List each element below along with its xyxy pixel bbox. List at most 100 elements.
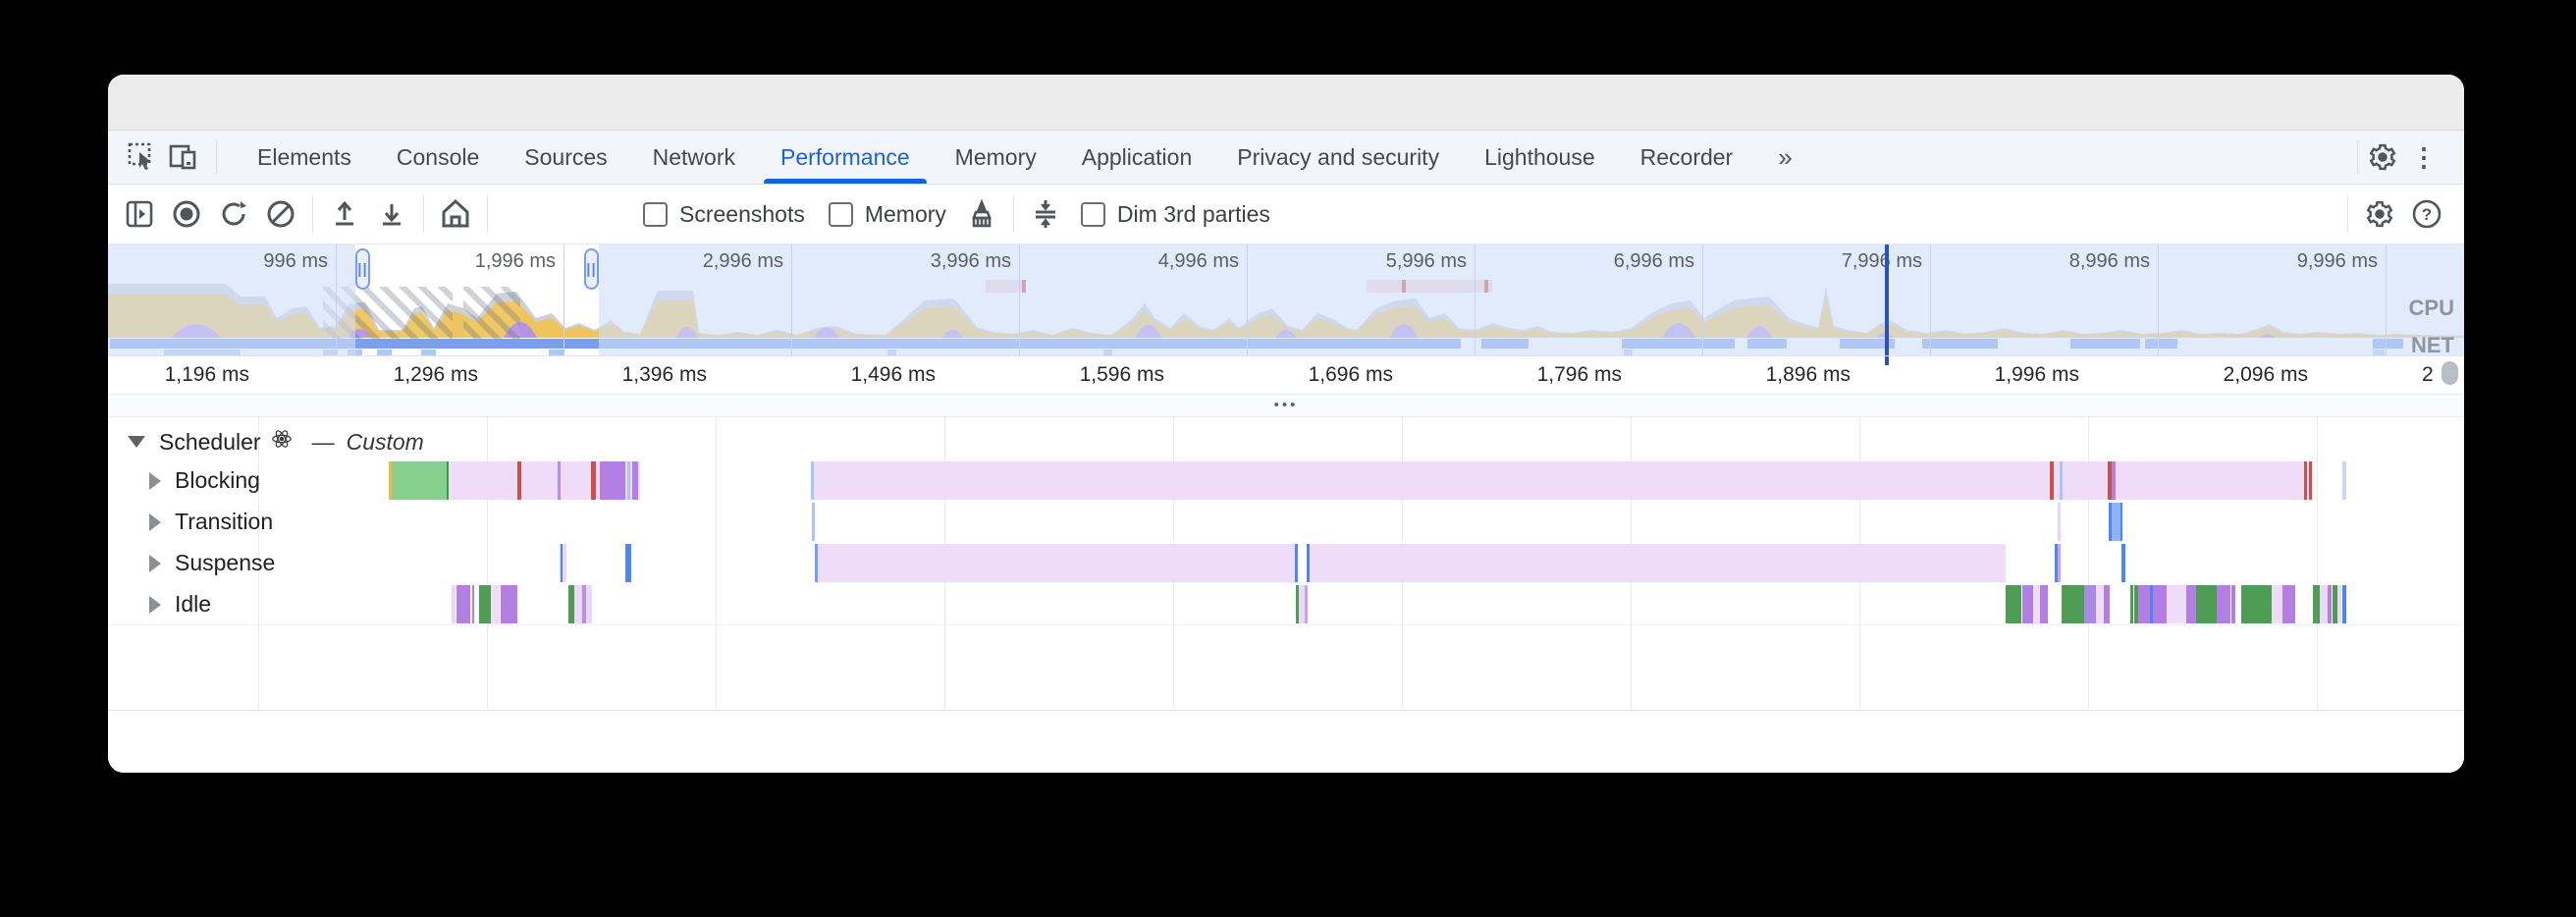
track-event-bar[interactable] (560, 544, 566, 582)
track-event-bar[interactable] (568, 585, 574, 623)
expand-triangle-icon[interactable] (149, 512, 161, 531)
row-label-suspense[interactable]: Suspense (149, 544, 275, 582)
track-event-bar[interactable] (2033, 585, 2040, 623)
collapse-triangle-icon[interactable] (128, 436, 145, 448)
dim-3rd-parties-checkbox-box[interactable] (1080, 201, 1105, 227)
row-label-transition[interactable]: Transition (149, 503, 273, 541)
track-event-bar[interactable] (574, 585, 582, 623)
track-event-bar[interactable] (2231, 585, 2235, 623)
row-label-idle[interactable]: Idle (149, 585, 211, 623)
tab-console[interactable]: Console (396, 143, 480, 170)
track-event-bar[interactable] (2112, 461, 2116, 500)
track-event-bar[interactable] (1296, 585, 1299, 623)
track-event-bar[interactable] (1295, 544, 1298, 582)
inspect-element-icon[interactable] (126, 140, 159, 174)
track-event-bar[interactable] (479, 585, 491, 623)
track-event-bar[interactable] (811, 461, 814, 500)
download-profile-icon[interactable] (374, 196, 409, 232)
tab-recorder[interactable]: Recorder (1639, 143, 1734, 170)
memory-checkbox-box[interactable] (828, 201, 853, 227)
vertical-scrollbar-thumb[interactable] (2442, 361, 2458, 385)
track-event-bar[interactable] (392, 461, 449, 500)
track-event-bar[interactable] (2006, 585, 2021, 623)
track-event-bar[interactable] (2217, 585, 2230, 623)
expand-triangle-icon[interactable] (149, 471, 161, 490)
memory-checkbox[interactable]: Memory (828, 201, 946, 228)
track-event-bar[interactable] (586, 585, 592, 623)
track-event-bar[interactable] (2040, 585, 2048, 623)
expand-triangle-icon[interactable] (149, 554, 161, 572)
track-event-bar[interactable] (2241, 585, 2272, 623)
track-event-bar[interactable] (561, 544, 563, 582)
clear-icon[interactable] (263, 196, 298, 232)
zoom-window-button[interactable] (303, 93, 323, 113)
row-label-blocking[interactable]: Blocking (149, 461, 260, 500)
track-event-bar[interactable] (2342, 585, 2346, 623)
track-event-bar[interactable] (2108, 461, 2112, 500)
minimize-window-button[interactable] (264, 93, 284, 113)
toggle-sidebar-icon[interactable] (122, 196, 157, 232)
tab-performance[interactable]: Performance (758, 131, 933, 184)
track-event-bar[interactable] (2055, 544, 2058, 582)
home-live-metrics-icon[interactable] (438, 196, 473, 232)
track-header-row[interactable]: Scheduler—Custom (128, 427, 424, 457)
track-event-bar[interactable] (389, 461, 392, 500)
track-event-bar[interactable] (2167, 585, 2186, 623)
track-event-bar[interactable] (2333, 585, 2337, 623)
close-window-button[interactable] (225, 93, 244, 113)
collect-garbage-icon[interactable] (964, 196, 999, 232)
track-event-bar[interactable] (2309, 461, 2312, 500)
capture-settings-gear-icon[interactable] (2362, 196, 2397, 232)
track-event-bar[interactable] (1299, 585, 1307, 623)
track-event-bar[interactable] (625, 544, 631, 582)
track-event-bar[interactable] (2186, 585, 2196, 623)
compress-sections-icon[interactable] (1028, 196, 1063, 232)
tab-application[interactable]: Application (1081, 143, 1193, 170)
tab-network[interactable]: Network (652, 143, 735, 170)
tab-memory[interactable]: Memory (954, 143, 1037, 170)
track-event-bar[interactable] (456, 585, 470, 623)
screenshots-checkbox[interactable]: Screenshots (643, 201, 805, 228)
panel-resize-handle[interactable]: ••• (108, 394, 2464, 417)
expand-triangle-icon[interactable] (149, 595, 161, 614)
track-event-bar[interactable] (472, 585, 474, 623)
settings-gear-icon[interactable] (2366, 140, 2399, 174)
track-event-bar[interactable] (2320, 585, 2328, 623)
track-event-bar[interactable] (1307, 544, 1310, 582)
track-event-bar[interactable] (582, 585, 586, 623)
tab-elements[interactable]: Elements (257, 143, 351, 170)
track-event-bar[interactable] (2196, 585, 2217, 623)
track-event-bar[interactable] (1310, 544, 2006, 582)
device-toolbar-icon[interactable] (167, 140, 200, 174)
track-event-bar[interactable] (2060, 461, 2063, 500)
upload-profile-icon[interactable] (327, 196, 362, 232)
help-icon[interactable]: ? (2409, 196, 2444, 232)
track-event-bar[interactable] (2022, 585, 2033, 623)
kebab-menu-icon[interactable]: ⋮ (2411, 141, 2437, 172)
track-event-bar[interactable] (2112, 503, 2121, 541)
track-event-bar[interactable] (815, 544, 818, 582)
track-event-bar[interactable] (2304, 461, 2307, 500)
overview-playhead[interactable] (1885, 244, 1889, 355)
track-event-bar[interactable] (814, 461, 2313, 500)
screenshots-checkbox-box[interactable] (643, 201, 668, 227)
track-event-bar[interactable] (812, 503, 815, 541)
track-event-bar[interactable] (2313, 585, 2320, 623)
tab-privacy-and-security[interactable]: Privacy and security (1237, 143, 1440, 170)
track-event-bar[interactable] (2337, 585, 2341, 623)
track-event-bar[interactable] (2050, 461, 2054, 500)
track-event-bar[interactable] (2130, 585, 2133, 623)
track-event-bar[interactable] (558, 461, 561, 500)
track-event-bar[interactable] (2084, 585, 2096, 623)
track-event-bar[interactable] (2104, 585, 2110, 623)
track-event-bar[interactable] (447, 461, 449, 500)
track-event-bar[interactable] (501, 585, 517, 623)
track-event-bar[interactable] (2272, 585, 2282, 623)
track-event-bar[interactable] (2062, 585, 2084, 623)
track-event-bar[interactable] (2096, 585, 2104, 623)
track-event-bar[interactable] (2150, 585, 2153, 623)
track-event-bar[interactable] (517, 461, 521, 500)
track-event-bar[interactable] (2328, 585, 2332, 623)
track-event-bar[interactable] (818, 544, 1295, 582)
